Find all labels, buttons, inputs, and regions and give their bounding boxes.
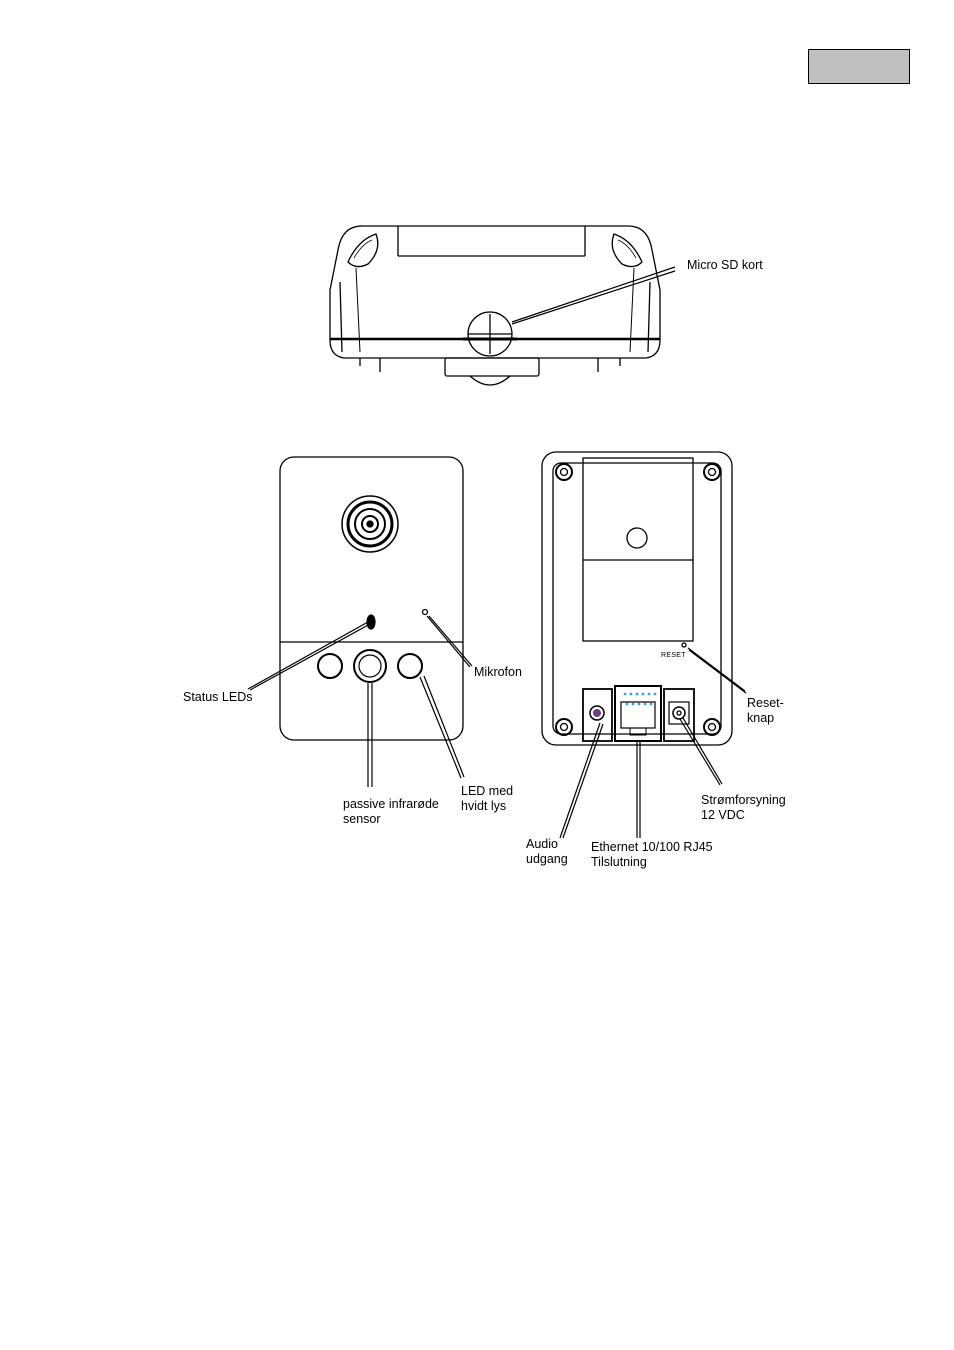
microphone-hole (421, 608, 429, 616)
ethernet-label: Ethernet 10/100 RJ45 Tilslutning (591, 840, 713, 870)
white-led-label: LED med hvidt lys (461, 784, 513, 814)
screw-icon (555, 463, 573, 481)
pir-sensor (353, 649, 387, 683)
audio-output-label: Audio udgang (526, 837, 568, 867)
led-text-line2: hvidt lys (461, 799, 507, 813)
camera-lens (341, 495, 399, 553)
audio-text-line1: Audio (526, 837, 558, 851)
language-badge (808, 49, 910, 84)
camera-top-view (329, 225, 661, 386)
microphone-text: Mikrofon (474, 665, 522, 679)
screw-icon (703, 718, 721, 736)
ethernet-port (614, 685, 662, 742)
camera-front-view (279, 456, 464, 741)
reset-text-line2: knap (747, 711, 775, 725)
reset-button-label: Reset- knap (747, 696, 784, 726)
ethernet-text-line2: Tilslutning (591, 855, 647, 869)
status-leds-label: Status LEDs (183, 690, 252, 705)
camera-back-view (541, 451, 733, 746)
power-supply-label: Strømforsyning 12 VDC (701, 793, 786, 823)
pir-text-line2: sensor (343, 812, 381, 826)
mount-hole (626, 527, 648, 549)
pir-sensor-label: passive infrarøde sensor (343, 797, 439, 827)
power-text-line2: 12 VDC (701, 808, 745, 822)
reset-text-line1: Reset- (747, 696, 784, 710)
status-led (366, 614, 376, 630)
microphone-label: Mikrofon (474, 665, 522, 680)
micro-sd-text: Micro SD kort (687, 258, 763, 272)
reset-marking: RESET (661, 652, 686, 659)
power-text-line1: Strømforsyning (701, 793, 786, 807)
screw-icon (555, 718, 573, 736)
white-led-left (317, 653, 343, 679)
reset-hole (681, 642, 687, 648)
led-text-line1: LED med (461, 784, 514, 798)
leader-lines (247, 266, 747, 839)
status-leds-text: Status LEDs (183, 690, 253, 704)
ethernet-text-line1: Ethernet 10/100 RJ45 (591, 840, 713, 854)
ethernet-pins (623, 692, 657, 706)
micro-sd-label: Micro SD kort (687, 258, 763, 273)
pir-text-line1: passive infrarøde (343, 797, 439, 811)
audio-text-line2: udgang (526, 852, 568, 866)
screw-icon (703, 463, 721, 481)
power-port (663, 688, 695, 742)
white-led-right (397, 653, 423, 679)
